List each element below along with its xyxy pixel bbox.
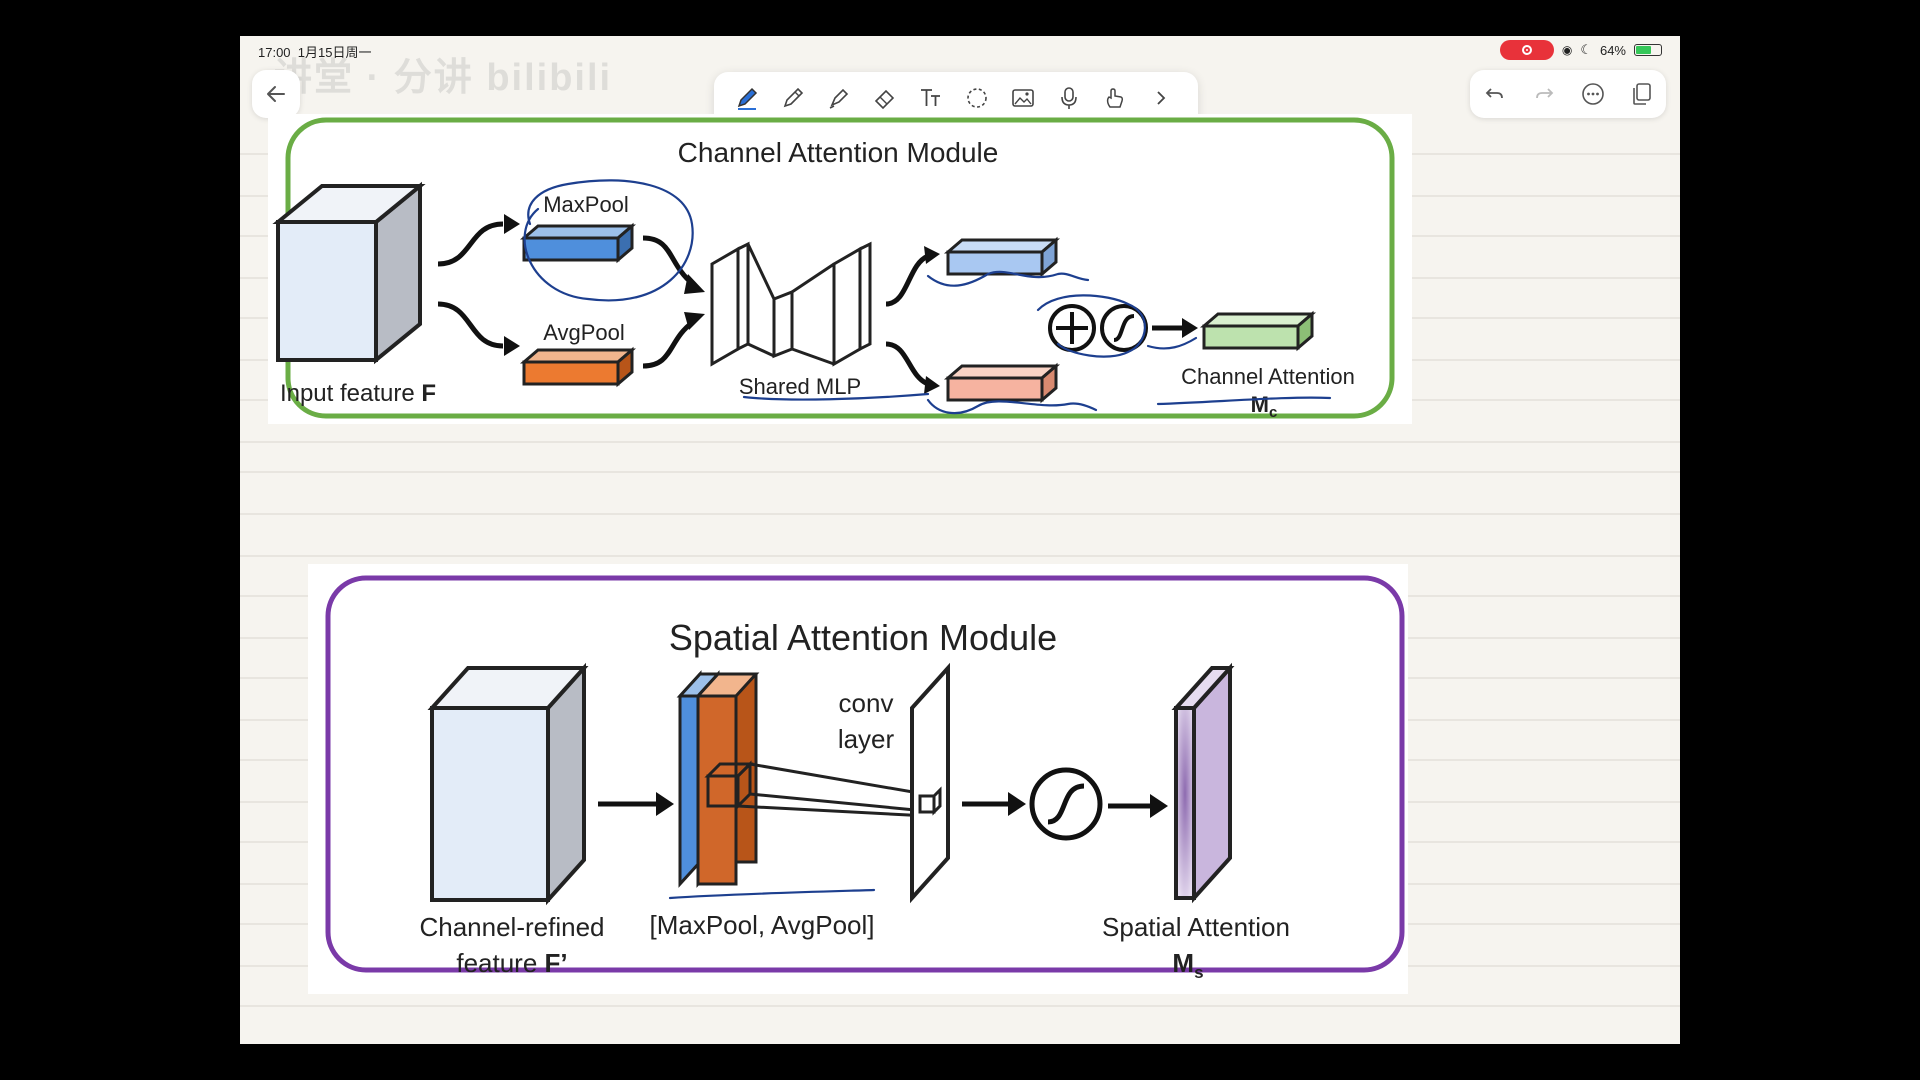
- undo-icon: [1485, 88, 1503, 99]
- pages-button[interactable]: [1627, 79, 1657, 109]
- concat-label: [MaxPool, AvgPool]: [650, 910, 875, 940]
- conv-output-plane: [910, 662, 950, 904]
- redo-icon: [1535, 88, 1553, 99]
- channel-module-title: Channel Attention Module: [678, 137, 999, 168]
- notes-app-screen: 17:00 1月15日周一 ◉ ☾ 64% 讲堂 · 分讲 bilibili: [240, 36, 1680, 1044]
- input-feature-cube: [272, 181, 426, 365]
- image-icon: [1011, 89, 1034, 107]
- battery-level-fill: [1636, 46, 1651, 54]
- tool-row: [714, 72, 1198, 124]
- microphone-tool[interactable]: [1052, 82, 1085, 115]
- eraser-tool[interactable]: [868, 82, 901, 115]
- highlighter-tool[interactable]: [822, 82, 855, 115]
- input-feature-label-line1: Channel-refined: [419, 912, 604, 942]
- more-button[interactable]: [1578, 79, 1608, 109]
- handwritten-annotations: [523, 179, 1332, 415]
- text-tool[interactable]: [914, 82, 947, 115]
- chevron-right-icon: [1156, 91, 1165, 105]
- conv-projection-lines: [737, 762, 937, 818]
- status-right-group: ◉ ☾ 64%: [1499, 40, 1662, 60]
- back-button[interactable]: [252, 70, 300, 118]
- input-feature-label: Input feature F: [280, 380, 436, 407]
- arrow-to-avgpool: [437, 301, 504, 349]
- battery-icon: [1634, 44, 1662, 56]
- arrow-to-maxpool: [437, 221, 504, 267]
- shared-mlp-label: Shared MLP: [739, 374, 861, 399]
- spatial-module-border: [325, 575, 1405, 973]
- conv-label-line2: layer: [838, 724, 895, 754]
- screen-recording-indicator[interactable]: [1499, 40, 1554, 60]
- channel-attention-vector: [1199, 310, 1317, 352]
- spatial-attention-diagram: Spatial Attention Module Channel-refined…: [308, 564, 1408, 994]
- spatial-attention-map: [1171, 662, 1235, 904]
- elementwise-sum-symbol: [1048, 304, 1096, 352]
- spatial-attention-symbol: Ms: [1172, 948, 1203, 982]
- document-actions: [1470, 70, 1666, 118]
- handwritten-underline: [668, 888, 876, 900]
- arrow-left-icon: [267, 86, 285, 102]
- undo-button[interactable]: [1480, 79, 1510, 109]
- channel-attention-label: Channel Attention: [1181, 364, 1355, 389]
- record-icon: [1521, 45, 1532, 55]
- status-time-date: 17:00 1月15日周一: [258, 45, 372, 60]
- image-tool[interactable]: [1006, 82, 1039, 115]
- shared-mlp-shape: [710, 241, 872, 367]
- bilibili-watermark: 讲堂 · 分讲 bilibili: [274, 57, 613, 99]
- redo-button[interactable]: [1529, 79, 1559, 109]
- channel-refined-feature-cube: [427, 662, 589, 906]
- moon-icon: ☾: [1580, 42, 1592, 57]
- pen-icon: [737, 87, 757, 110]
- more-icon: [1581, 83, 1604, 105]
- lasso-icon: [966, 88, 987, 108]
- eraser-icon: [874, 89, 894, 110]
- mlp-output-max: [943, 236, 1061, 278]
- input-feature-label-line2: feature F’: [456, 948, 567, 978]
- microphone-icon: [1060, 87, 1077, 109]
- spatial-attention-label: Spatial Attention: [1102, 912, 1290, 942]
- status-bar: 17:00 1月15日周一 ◉ ☾ 64%: [240, 36, 1680, 62]
- pencil-icon: [783, 87, 803, 108]
- more-tools-button[interactable]: [1144, 82, 1177, 115]
- maxpool-vector: [519, 222, 637, 264]
- pencil-tool[interactable]: [776, 82, 809, 115]
- mlp-output-avg: [943, 362, 1061, 404]
- sigmoid-symbol-spatial: [1029, 767, 1103, 841]
- channel-attention-diagram: Channel Attention Module Input feature F…: [268, 114, 1412, 424]
- channel-attention-symbol: Mc: [1251, 392, 1278, 421]
- lasso-tool[interactable]: [960, 82, 993, 115]
- spatial-module-title: Spatial Attention Module: [669, 617, 1057, 658]
- wifi-icon: ◉: [1561, 43, 1573, 57]
- conv-label-line1: conv: [839, 688, 894, 718]
- highlighter-icon: [829, 88, 848, 109]
- battery-percent: 64%: [1599, 42, 1626, 58]
- text-tool-icon: [920, 89, 940, 106]
- pen-tool[interactable]: [730, 82, 763, 115]
- avgpool-vector: [519, 346, 637, 388]
- pages-icon: [1632, 83, 1651, 105]
- maxpool-label: MaxPool: [543, 192, 629, 217]
- avgpool-label: AvgPool: [543, 320, 625, 345]
- hand-draw-icon: [1106, 88, 1123, 108]
- pooled-feature-maps: [676, 670, 760, 888]
- touch-draw-tool[interactable]: [1098, 82, 1131, 115]
